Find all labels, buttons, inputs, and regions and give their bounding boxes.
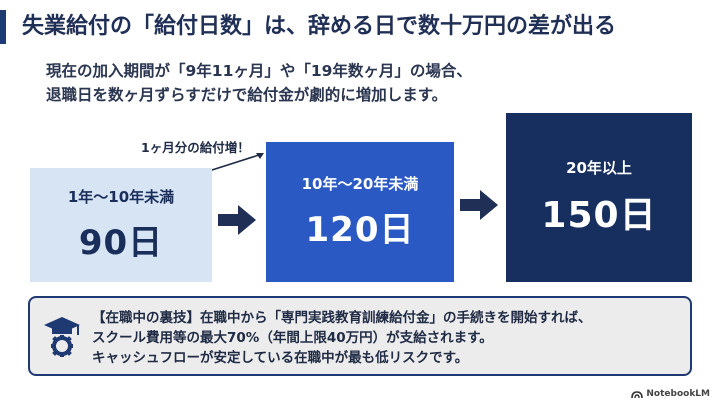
graduation-gear-icon bbox=[44, 317, 80, 357]
tier-box-2: 10年〜20年未満 120日 bbox=[266, 142, 454, 282]
tip-box: 【在職中の裏技】在職中から「専門実践教育訓練給付金」の手続きを開始すれば、 スク… bbox=[28, 296, 692, 376]
tip-line-1: 【在職中の裏技】在職中から「専門実践教育訓練給付金」の手続きを開始すれば、 bbox=[92, 310, 592, 326]
title-accent-bar bbox=[0, 10, 6, 44]
notebooklm-logo-icon bbox=[631, 390, 644, 398]
tier-box-1: 1年〜10年未満 90日 bbox=[30, 168, 212, 282]
right-arrow-icon bbox=[460, 190, 498, 220]
page-title: 失業給付の「給付日数」は、辞める日で数十万円の差が出る bbox=[22, 14, 617, 39]
tier-3-range: 20年以上 bbox=[566, 159, 632, 177]
subtitle-line-2: 退職日を数ヶ月ずらすだけで給付金が劇的に増加します。 bbox=[46, 86, 448, 104]
footer-brand-label: NotebookLM bbox=[646, 389, 710, 399]
right-arrow-icon bbox=[218, 205, 256, 235]
tier-box-3: 20年以上 150日 bbox=[506, 113, 692, 282]
tier-3-days: 150日 bbox=[541, 195, 657, 236]
tier-1-range: 1年〜10年未満 bbox=[67, 188, 175, 206]
tip-line-3: キャッシュフローが安定している在職中が最も低リスクです。 bbox=[92, 350, 469, 366]
tip-text: 【在職中の裏技】在職中から「専門実践教育訓練給付金」の手続きを開始すれば、 スク… bbox=[92, 308, 680, 368]
annotation-label: 1ヶ月分の給付増！ bbox=[141, 140, 250, 155]
footer-brand: NotebookLM bbox=[631, 389, 710, 399]
subtitle: 現在の加入期間が「9年11ヶ月」や「19年数ヶ月」の場合、 退職日を数ヶ月ずらす… bbox=[46, 59, 686, 107]
tip-line-2: スクール費用等の最大70%（年間上限40万円）が支給されます。 bbox=[92, 330, 493, 346]
subtitle-line-1: 現在の加入期間が「9年11ヶ月」や「19年数ヶ月」の場合、 bbox=[46, 62, 472, 80]
annotation-pointer-icon bbox=[211, 153, 264, 171]
tier-2-range: 10年〜20年未満 bbox=[301, 175, 419, 193]
tier-1-days: 90日 bbox=[78, 223, 164, 263]
tier-2-days: 120日 bbox=[305, 210, 415, 250]
